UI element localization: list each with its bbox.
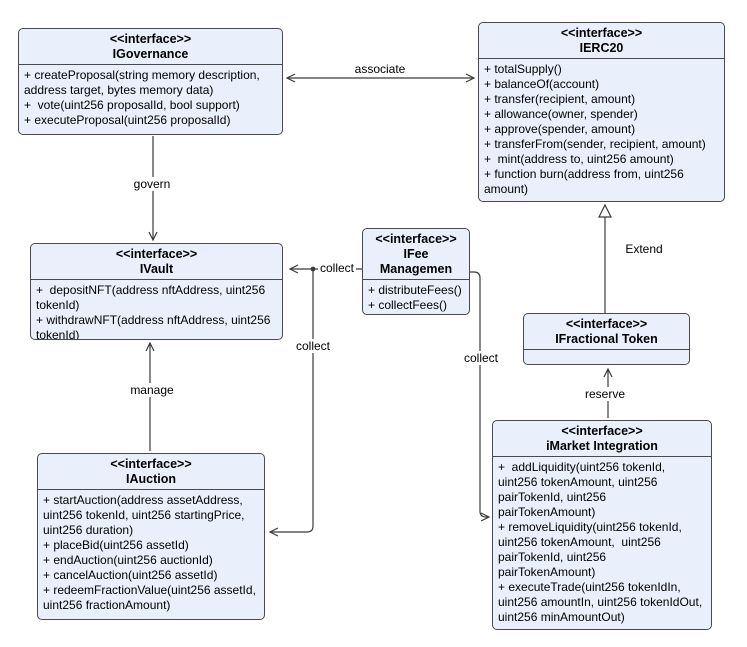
stereotype-label: <<interface>> (565, 317, 648, 331)
method-line: + balanceOf(account) (484, 77, 600, 91)
class-box-igovernance: <<interface>> IGovernance + createPropos… (18, 28, 283, 135)
class-name: iMarket Integration (546, 439, 658, 453)
class-header: <<interface>> IAuction (38, 454, 264, 490)
method-line: + addLiquidity(uint256 tokenId, uint256 … (498, 460, 669, 519)
method-line: + collectFees() (368, 298, 448, 312)
stereotype-label: <<interface>> (109, 32, 192, 46)
edge-label-collect-auction: collect (293, 339, 333, 353)
edge-label-collect-vault: collect (317, 261, 357, 275)
edge-collect-market (470, 271, 491, 522)
method-line: + approve(spender, amount) (484, 122, 636, 136)
class-name: IAuction (126, 472, 176, 486)
method-line: + distributeFees() (368, 283, 462, 297)
edge-label-associate: associate (352, 62, 408, 76)
class-name: IVault (139, 262, 174, 276)
class-method-list: + depositNFT(address nftAddress, uint256… (31, 280, 282, 340)
method-line: + transfer(recipient, amount) (484, 92, 636, 106)
class-name: IGovernance (112, 47, 189, 61)
stereotype-label: <<interface>> (375, 232, 457, 246)
class-box-iauction: <<interface>> IAuction + startAuction(ad… (37, 453, 265, 620)
method-line: + allowance(owner, spender) (484, 107, 638, 121)
edge-label-govern: govern (131, 177, 173, 191)
stereotype-label: <<interface>> (560, 26, 643, 40)
method-line: + function burn(address from, uint256 am… (484, 167, 688, 196)
class-header: <<interface>> IFractional Token (524, 314, 689, 350)
class-box-ifee-managemen: <<interface>> IFee Managemen + distribut… (362, 228, 470, 315)
method-line: + cancelAuction(uint256 assetId) (43, 568, 218, 582)
method-line: + removeLiquidity(uint256 tokenId, uint2… (498, 520, 686, 579)
class-name: IFractional Token (555, 332, 658, 346)
method-line: + executeTrade(uint256 tokenIdIn, uint25… (498, 580, 706, 624)
method-line: + startAuction(address assetAddress, uin… (43, 493, 248, 537)
method-line: + executeProposal(uint256 proposalId) (24, 113, 231, 127)
method-line: + vote(uint256 proposalId, bool support) (24, 98, 240, 112)
class-box-ivault: <<interface>> IVault + depositNFT(addres… (30, 243, 283, 340)
class-header: <<interface>> iMarket Integration (493, 421, 711, 457)
class-header: <<interface>> IGovernance (19, 29, 282, 65)
class-box-imarket-integration: <<interface>> iMarket Integration + addL… (492, 420, 712, 630)
edge-label-manage: manage (128, 383, 176, 397)
class-box-ifractional-token: <<interface>> IFractional Token (523, 313, 690, 365)
class-header: <<interface>> IVault (31, 244, 282, 280)
stereotype-label: <<interface>> (561, 424, 643, 438)
class-name: IERC20 (579, 41, 624, 55)
method-line: + endAuction(uint256 auctionId) (43, 553, 213, 567)
class-name: IFee Managemen (379, 247, 453, 276)
edge-label-reserve: reserve (582, 387, 628, 401)
method-line: + withdrawNFT(address nftAddress, uint25… (36, 313, 274, 340)
method-line: + depositNFT(address nftAddress, uint256… (36, 283, 269, 312)
edge-label-extend: Extend (623, 242, 665, 256)
class-method-list: + distributeFees()+ collectFees() (363, 280, 469, 314)
class-method-list: + startAuction(address assetAddress, uin… (38, 490, 264, 616)
class-method-list: + totalSupply()+ balanceOf(account)+ tra… (479, 59, 724, 200)
edge-collect-auction (268, 269, 314, 537)
class-header: <<interface>> IERC20 (479, 23, 724, 59)
edge-label-collect-market: collect (461, 351, 501, 365)
method-line: + transferFrom(sender, recipient, amount… (484, 137, 706, 151)
class-method-list (524, 350, 689, 364)
method-line: + createProposal(string memory descripti… (24, 68, 264, 97)
method-line: + redeemFractionValue(uint256 assetId, u… (43, 583, 260, 612)
stereotype-label: <<interface>> (110, 457, 192, 471)
method-line: + placeBid(uint256 assetId) (43, 538, 189, 552)
class-method-list: + addLiquidity(uint256 tokenId, uint256 … (493, 457, 711, 628)
method-line: + totalSupply() (484, 62, 562, 76)
class-header: <<interface>> IFee Managemen (363, 229, 469, 280)
class-box-ierc20: <<interface>> IERC20 + totalSupply()+ ba… (478, 22, 725, 202)
class-method-list: + createProposal(string memory descripti… (19, 65, 282, 131)
stereotype-label: <<interface>> (115, 247, 198, 261)
method-line: + mint(address to, uint256 amount) (484, 152, 674, 166)
